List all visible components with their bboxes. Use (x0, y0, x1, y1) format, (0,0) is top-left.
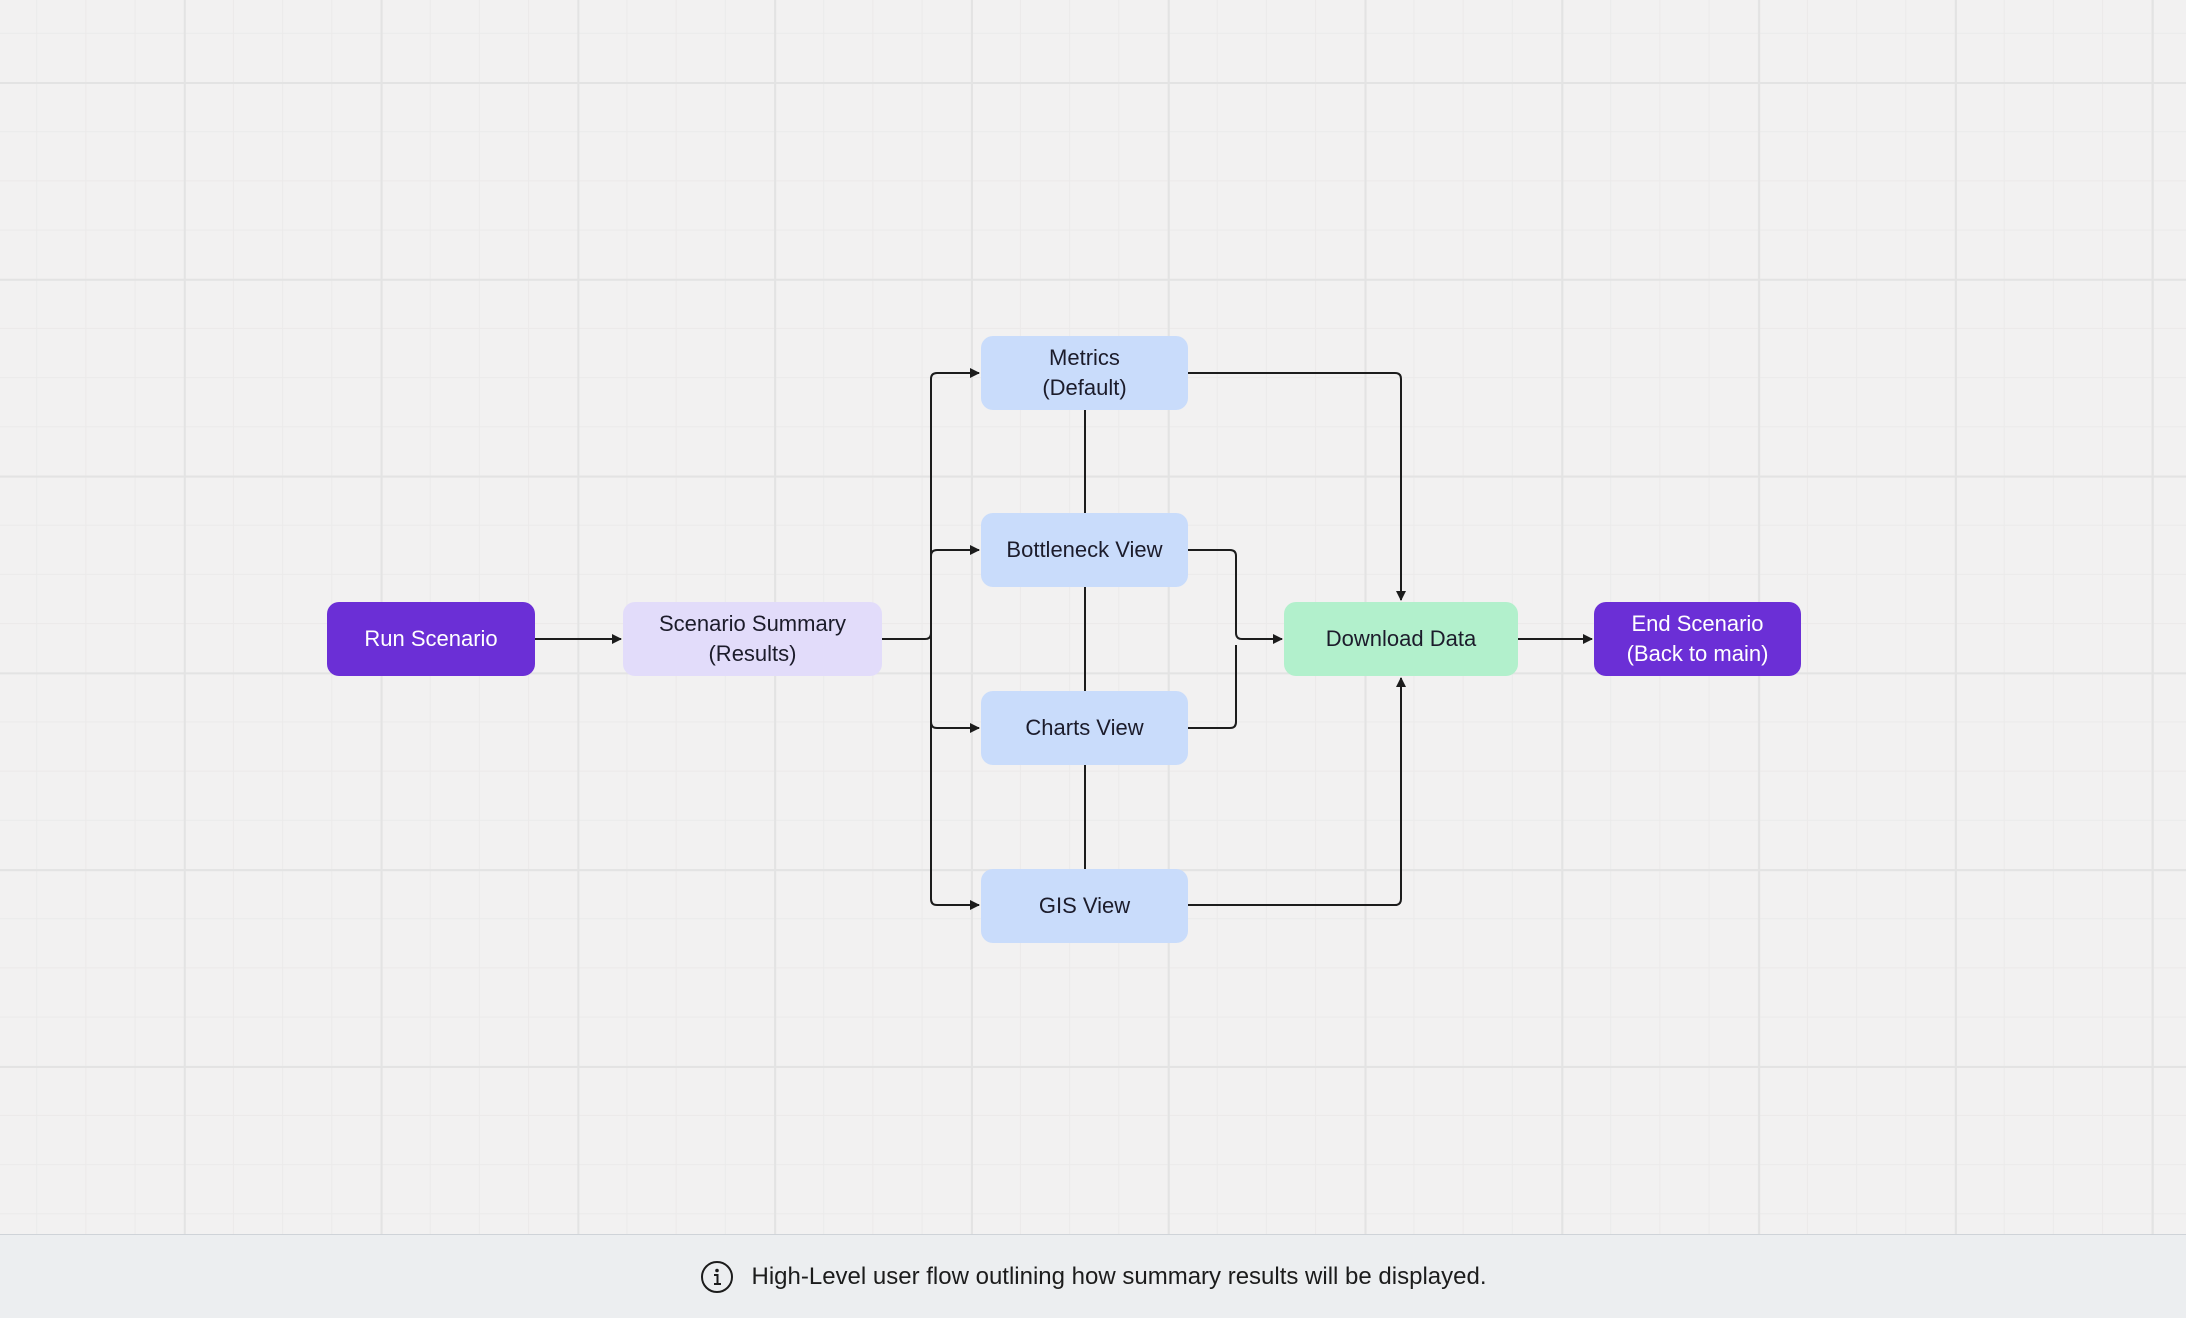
node-charts-view[interactable]: Charts View (981, 691, 1188, 765)
edge-summary-join (924, 632, 932, 640)
node-download-data-label: Download Data (1325, 626, 1477, 651)
node-end-scenario-label: End Scenario (Back to main) (1626, 611, 1769, 666)
node-metrics-label: Metrics (Default) (1042, 345, 1127, 400)
node-run-scenario[interactable]: Run Scenario (327, 602, 535, 676)
edge-charts-to-download (1188, 645, 1237, 729)
node-scenario-summary[interactable]: Scenario Summary (Results) (623, 602, 882, 676)
node-download-data[interactable]: Download Data (1284, 602, 1518, 676)
edge-summary-to-charts (930, 721, 980, 733)
caption-bar: High-Level user flow outlining how summa… (0, 1234, 2186, 1318)
connector-layer (535, 368, 1593, 910)
node-run-scenario-label: Run Scenario (364, 626, 498, 651)
info-icon (700, 1260, 733, 1293)
node-gis-view[interactable]: GIS View (981, 869, 1188, 943)
edge-summary-branch-spine (930, 372, 938, 906)
node-bottleneck-view-label: Bottleneck View (1006, 537, 1163, 562)
edge-gis-to-download (1188, 677, 1406, 906)
node-charts-view-label: Charts View (1025, 715, 1144, 740)
edge-summary-to-bottleneck (930, 545, 980, 557)
node-bottleneck-view[interactable]: Bottleneck View (981, 513, 1188, 587)
node-gis-view-label: GIS View (1038, 893, 1131, 918)
node-metrics[interactable]: Metrics (Default) (981, 336, 1188, 410)
edge-bottleneck-to-download (1188, 549, 1283, 644)
node-scenario-summary-label: Scenario Summary (Results) (658, 611, 847, 666)
node-end-scenario[interactable]: End Scenario (Back to main) (1594, 602, 1801, 676)
edge-metrics-to-download (1188, 372, 1406, 601)
diagram-caption: High-Level user flow outlining how summa… (751, 1262, 1487, 1290)
diagram-canvas: Run Scenario Scenario Summary (Results) … (0, 0, 2186, 1234)
